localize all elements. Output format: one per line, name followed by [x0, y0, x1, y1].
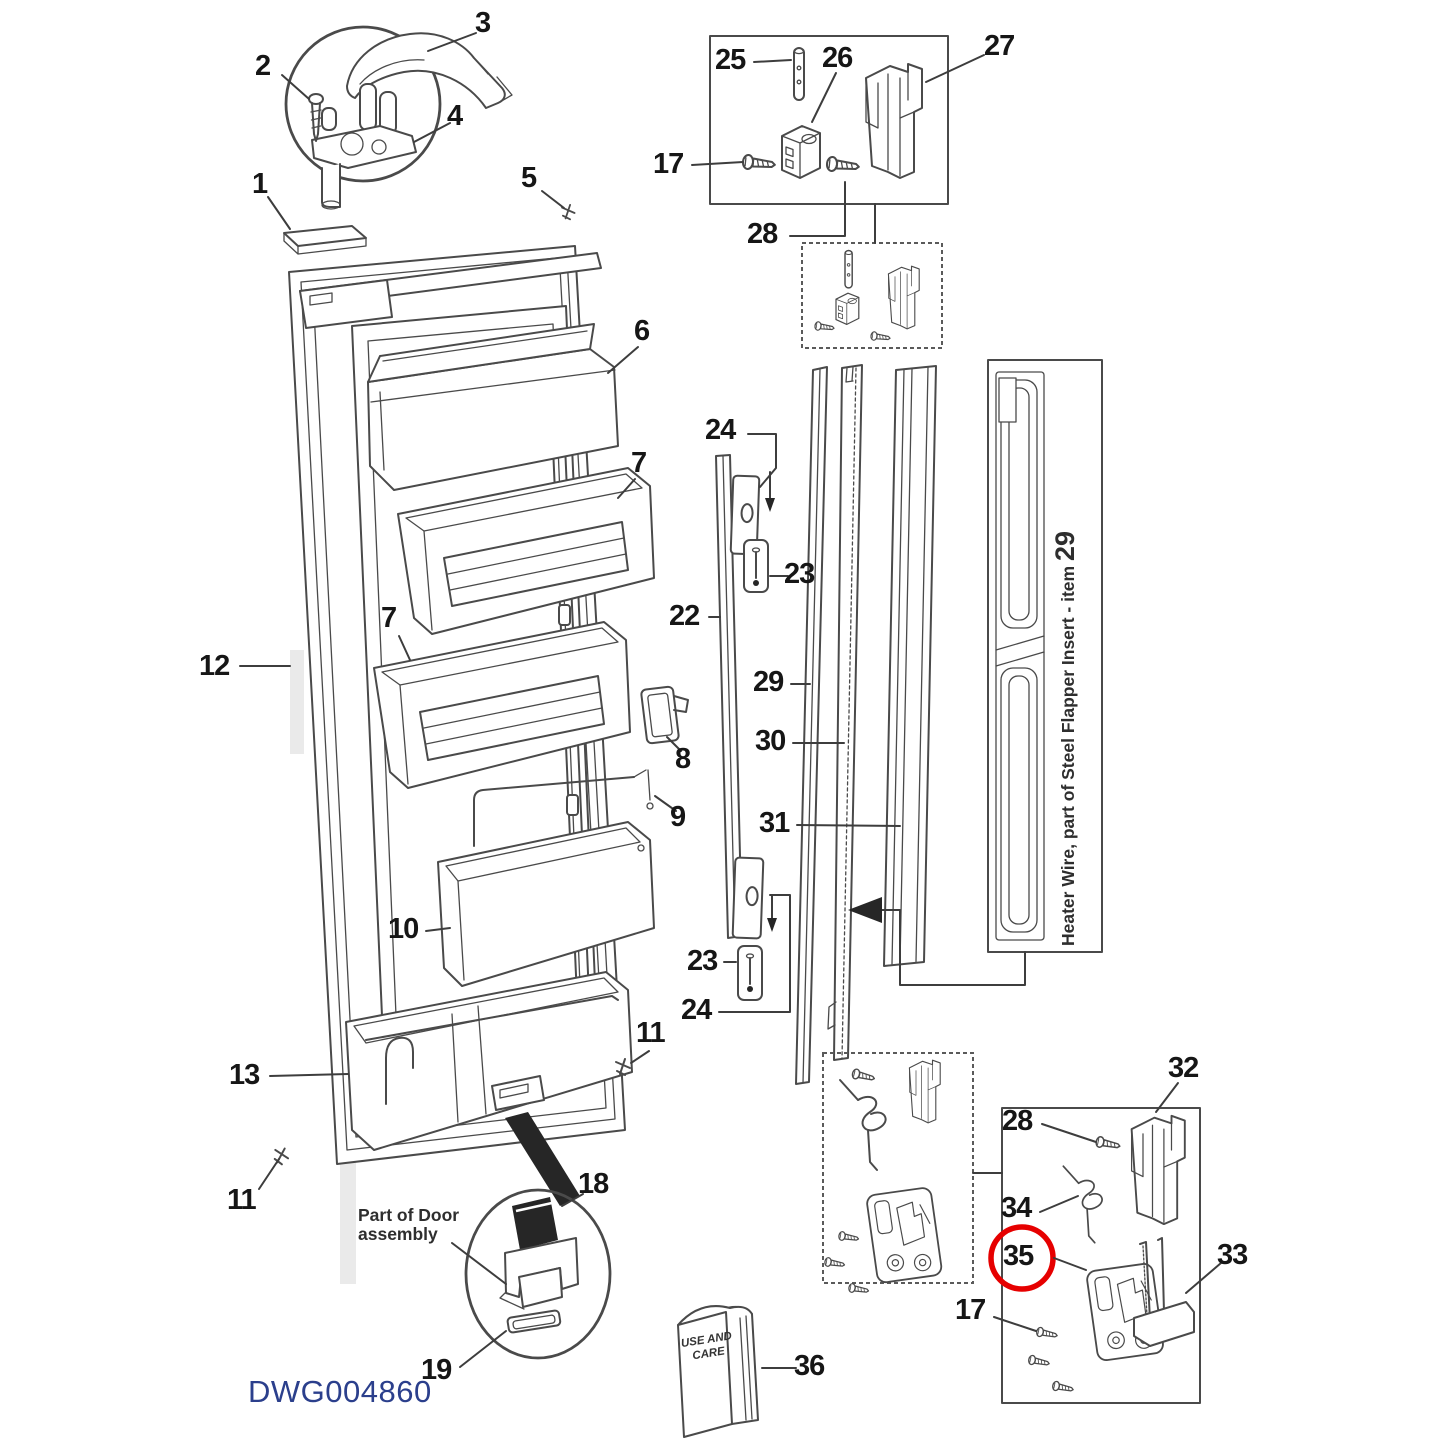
callout-5: 5 — [521, 162, 537, 194]
callout-31: 31 — [759, 807, 790, 839]
use-and-care-booklet — [677, 1305, 759, 1438]
callout-17-bottom: 17 — [955, 1294, 986, 1326]
callout-32: 32 — [1168, 1052, 1199, 1084]
callout-23-upper: 23 — [784, 558, 815, 590]
callout-28-top: 28 — [747, 218, 778, 250]
latch-kit-box — [1001, 1107, 1201, 1404]
trim-strips — [715, 364, 937, 1085]
door-bottom-detail — [464, 1112, 612, 1360]
callout-2: 2 — [255, 50, 271, 82]
callout-1: 1 — [252, 168, 268, 200]
callout-9: 9 — [670, 801, 686, 833]
door-assembly — [272, 245, 689, 1167]
callout-34: 34 — [1001, 1192, 1032, 1224]
callout-24-upper: 24 — [705, 414, 736, 446]
callout-27: 27 — [984, 30, 1015, 62]
callout-12: 12 — [199, 650, 230, 682]
callout-6: 6 — [634, 315, 650, 347]
shading-band — [340, 1158, 356, 1284]
latch-kit-mini-box — [822, 1052, 974, 1296]
callout-33: 33 — [1217, 1239, 1248, 1271]
callout-11-left: 11 — [227, 1184, 257, 1216]
callout-30: 30 — [755, 725, 786, 757]
callout-23-lower: 23 — [687, 945, 718, 977]
leader-lines — [239, 32, 1222, 1369]
callout-3: 3 — [475, 7, 491, 39]
door-assembly-note-line1: Part of Door — [358, 1205, 460, 1225]
door-assembly-note: Part of Door assembly — [358, 1206, 459, 1244]
callout-19: 19 — [421, 1354, 452, 1386]
heater-wire-note-item: 29 — [1050, 531, 1080, 562]
callout-35: 35 — [1003, 1240, 1034, 1272]
shading-band — [290, 650, 304, 754]
callout-22: 22 — [669, 600, 700, 632]
top-mounting-kit-mini-box — [801, 242, 943, 349]
callout-28-bottom: 28 — [1002, 1105, 1033, 1137]
heater-wire-note-text: Heater Wire, part of Steel Flapper Inser… — [1058, 561, 1078, 946]
callout-7-lower: 7 — [381, 602, 397, 634]
top-hinge-detail — [283, 25, 576, 255]
door-assembly-note-line2: assembly — [358, 1223, 438, 1244]
callout-8: 8 — [675, 743, 691, 775]
callout-4: 4 — [447, 100, 463, 132]
drawing-number: DWG004860 — [248, 1374, 432, 1409]
callout-11-right: 11 — [636, 1017, 666, 1049]
callout-26: 26 — [822, 42, 853, 74]
callout-13: 13 — [229, 1059, 260, 1091]
heater-wire-note: Heater Wire, part of Steel Flapper Inser… — [1050, 366, 1081, 946]
callout-24-lower: 24 — [681, 994, 712, 1026]
callout-36: 36 — [794, 1350, 825, 1382]
callout-10: 10 — [388, 913, 419, 945]
heater-wire-panel — [848, 359, 1103, 986]
top-mounting-kit-box — [709, 35, 949, 205]
callout-7-upper: 7 — [631, 447, 647, 479]
callout-25: 25 — [715, 44, 746, 76]
callout-29: 29 — [753, 666, 784, 698]
callout-18: 18 — [578, 1168, 609, 1200]
callout-17-top: 17 — [653, 148, 684, 180]
